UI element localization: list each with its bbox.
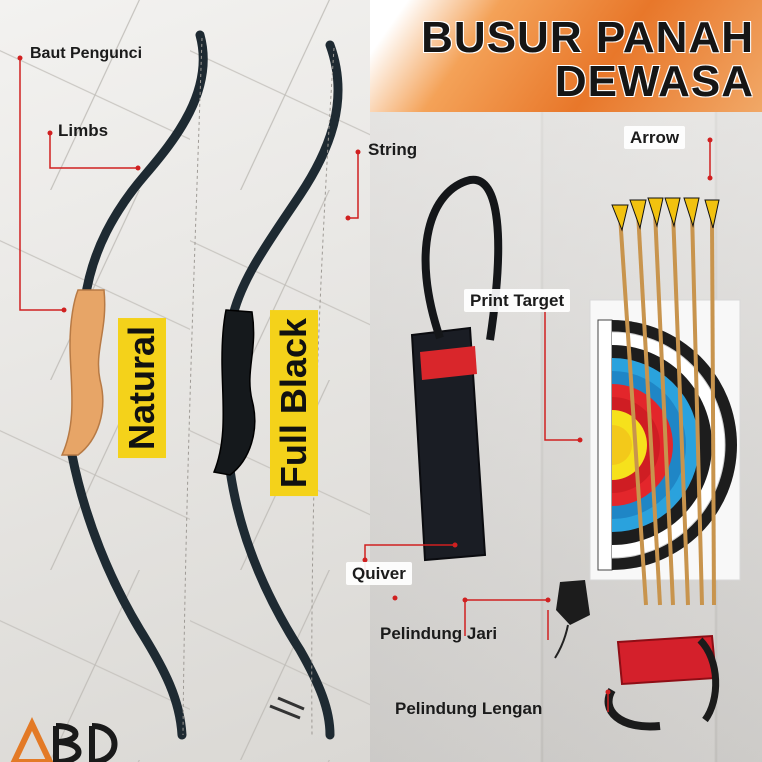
- callout-print-target: Print Target: [464, 289, 571, 312]
- callout-string: String: [368, 140, 418, 159]
- arm-guard: [604, 634, 720, 731]
- quiver: [410, 175, 503, 562]
- callout-limbs: Limbs: [58, 121, 109, 140]
- callout-quiver: Quiver: [346, 562, 412, 585]
- banner-title-line1: BUSUR PANAH: [421, 13, 754, 62]
- banner-background: [370, 0, 762, 112]
- callout-arrow: Arrow: [624, 126, 686, 149]
- finger-guard: [554, 580, 590, 659]
- callout-pelindung-jari: Pelindung Jari: [380, 624, 498, 643]
- banner-title-line2: DEWASA: [554, 57, 754, 106]
- full-black-bow: [212, 40, 343, 740]
- arrow-fletching: [611, 197, 720, 232]
- natural-bow: [60, 30, 208, 740]
- callout-baut-pengunci: Baut Pengunci: [30, 45, 143, 62]
- arrows: [618, 211, 716, 606]
- callout-pelindung-lengan: Pelindung Lengan: [395, 699, 543, 718]
- variant-label-full-black: Full Black: [270, 310, 318, 497]
- variant-label-natural: Natural: [118, 318, 166, 459]
- brand-logo: [10, 716, 118, 762]
